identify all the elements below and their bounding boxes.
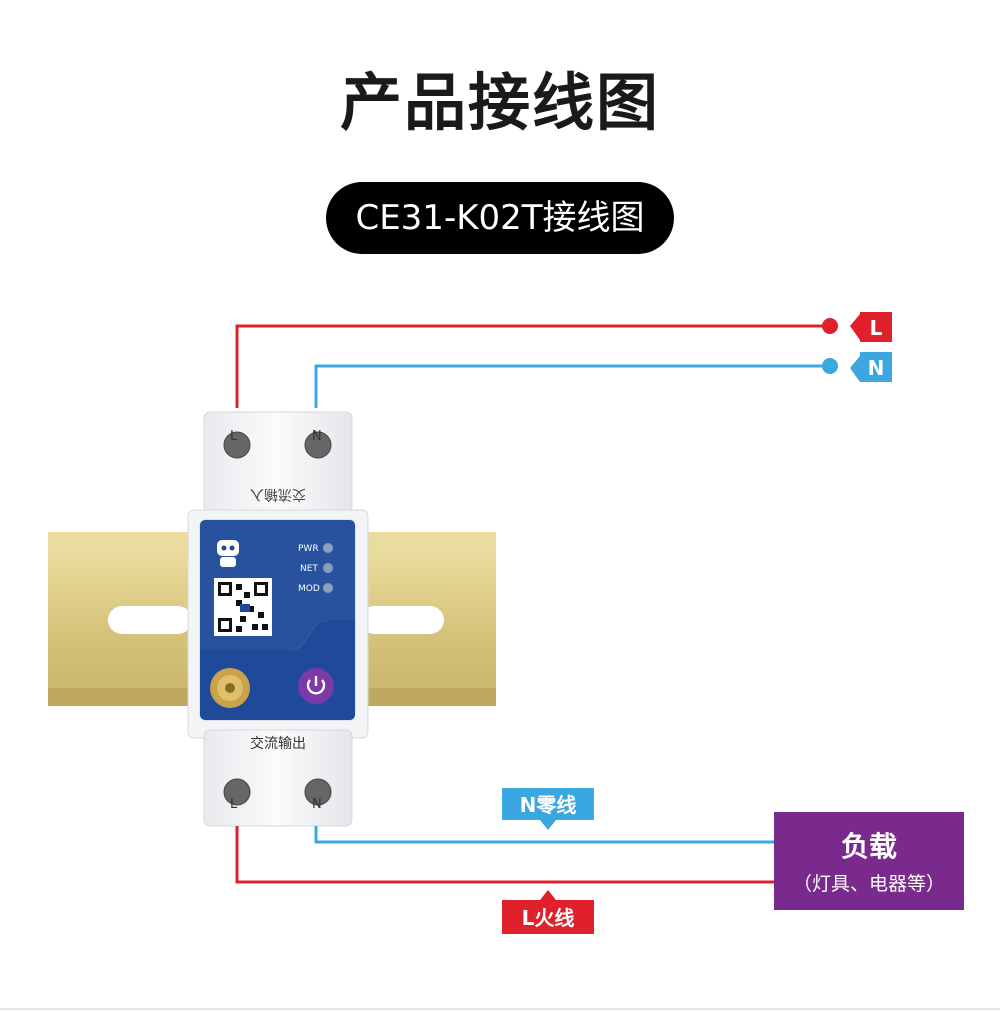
input-terminal-n-label: N	[312, 429, 322, 444]
terminal-screw-icon	[223, 778, 251, 806]
antenna-connector-icon	[210, 668, 250, 708]
live-source-label: L	[870, 316, 883, 340]
live-wire-label: L火线	[522, 906, 575, 930]
led-mod-label: MOD	[298, 584, 320, 594]
neutral-source-dot-icon	[822, 358, 838, 374]
diagram-subtitle-badge: CE31-K02T接线图	[326, 182, 674, 254]
neutral-output-wire	[314, 826, 776, 844]
live-source-tag: L	[850, 312, 892, 342]
qr-code-icon	[214, 578, 272, 636]
output-terminal-n-label: N	[312, 797, 322, 812]
live-output-wire	[235, 826, 776, 884]
neutral-wire-label: N零线	[520, 793, 577, 817]
led-net-label: NET	[300, 564, 318, 574]
load-title: 负载	[841, 830, 897, 863]
led-mod-icon	[323, 583, 333, 593]
terminal-screw-icon	[304, 778, 332, 806]
live-wire-tag: L火线	[502, 890, 594, 934]
terminal-screw-icon	[223, 431, 251, 459]
device-case: L N 交流输入	[187, 411, 369, 827]
input-terminal-l-label: L	[230, 429, 238, 444]
input-label: 交流输入	[250, 486, 306, 503]
led-pwr-icon	[323, 543, 333, 553]
led-net-icon	[323, 563, 333, 573]
neutral-wire-tag: N零线	[502, 788, 594, 830]
output-label: 交流输出	[250, 735, 306, 752]
bottom-divider	[0, 1008, 1000, 1010]
led-pwr-label: PWR	[298, 544, 319, 554]
neutral-source-tag: N	[850, 352, 892, 382]
live-source-dot-icon	[822, 318, 838, 334]
page-title: 产品接线图	[339, 66, 660, 139]
robot-logo-icon	[217, 540, 239, 567]
load-subtitle: （灯具、电器等）	[793, 873, 945, 895]
power-button[interactable]	[298, 668, 334, 704]
load-box: 负载 （灯具、电器等）	[774, 812, 964, 910]
neutral-input-wire	[314, 364, 830, 408]
neutral-source-label: N	[868, 356, 885, 380]
power-icon	[306, 679, 326, 695]
live-input-wire	[235, 324, 830, 408]
terminal-screw-icon	[304, 431, 332, 459]
output-terminal-l-label: L	[230, 797, 238, 812]
